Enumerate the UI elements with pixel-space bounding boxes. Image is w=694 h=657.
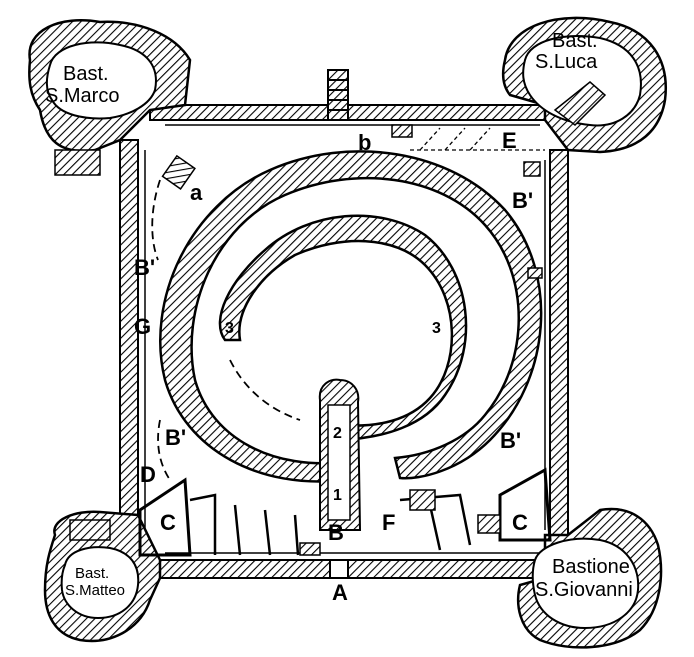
bastion-s-giovanni [516,507,663,649]
label-G: G [134,314,151,339]
plan-labels: A B B' B' B' B' C C D E F G a b 1 2 3 3 [134,128,533,605]
label-bast-s-matteo-1: Bast. [75,565,109,582]
label-bast-s-matteo-2: S.Matteo [65,582,125,599]
label-b: b [358,130,371,155]
label-A: A [332,580,348,605]
label-a: a [190,180,203,205]
label-bastione-s-giovanni-1: Bastione [552,556,630,578]
label-D: D [140,462,156,487]
lower-rooms [138,467,552,557]
label-C-right: C [512,510,528,535]
label-B: B [328,520,344,545]
label-E: E [502,128,517,153]
label-3-left: 3 [225,320,234,337]
bastion-s-matteo [43,510,162,643]
bastion-labels: Bast. S.Marco Bast. S.Luca Bast. S.Matte… [45,30,633,601]
label-3-right: 3 [432,320,441,337]
label-bast-s-luca-2: S.Luca [535,51,598,73]
label-bast-s-luca-1: Bast. [552,30,598,52]
label-bastione-s-giovanni-2: S.Giovanni [535,579,633,601]
label-bast-s-marco-2: S.Marco [45,85,119,107]
label-F: F [382,510,395,535]
label-B-prime-lower-left: B' [165,425,186,450]
upper-features [161,69,545,579]
label-C-left: C [160,510,176,535]
label-2: 2 [333,425,342,442]
label-1: 1 [333,487,342,504]
bastion-s-luca [501,16,667,154]
spiral-ramp [151,150,543,531]
label-B-prime-left: B' [134,255,155,280]
label-B-prime-lower-right: B' [500,428,521,453]
bastion-s-marco [28,19,192,176]
spiral-outer-wall [159,150,543,483]
label-B-prime-top-right: B' [512,188,533,213]
inner-wall-lines [144,124,546,554]
spiral-middle-wall [218,214,468,442]
label-bast-s-marco-1: Bast. [63,63,109,85]
